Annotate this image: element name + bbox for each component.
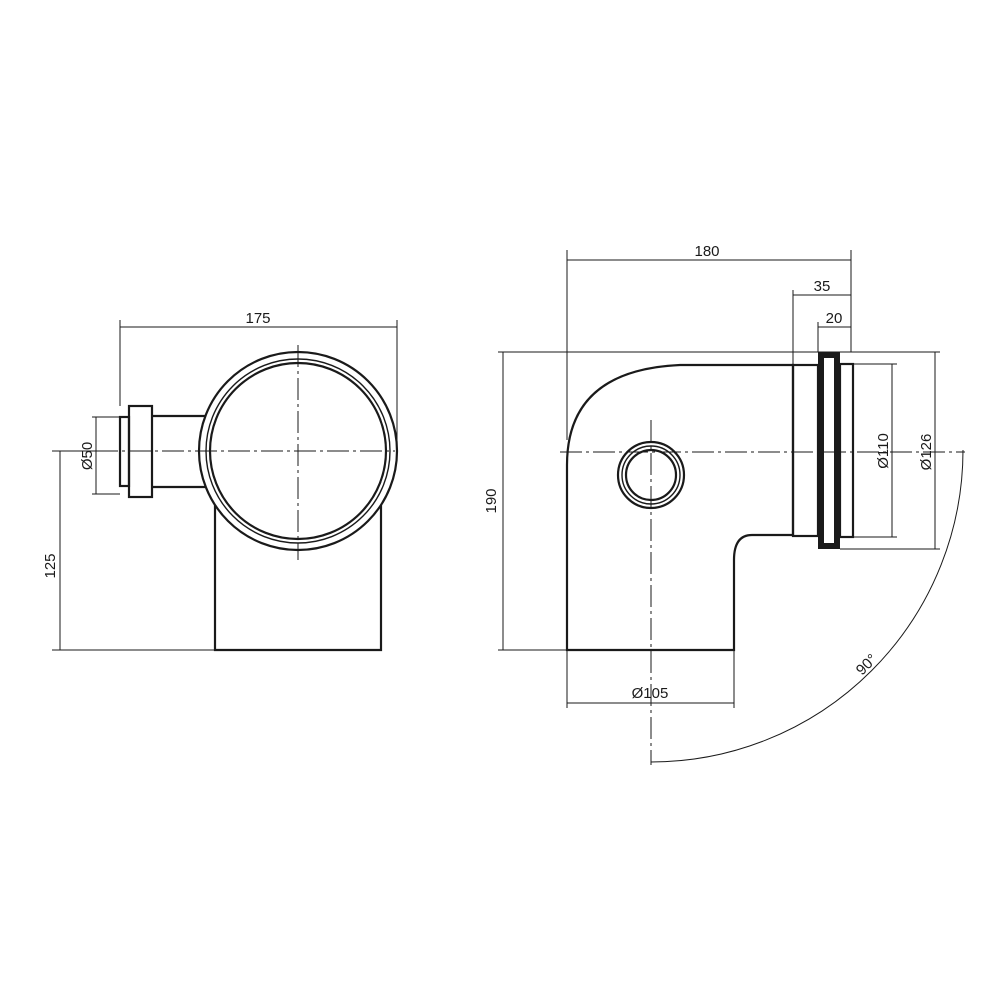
right-socket-diameter-label: Ø126 — [918, 434, 935, 471]
right-socket — [791, 363, 820, 538]
right-socket-length-label: 35 — [814, 278, 831, 295]
left-view: 175 Ø50 125 — [42, 310, 399, 652]
right-gasket-length-label: 20 — [826, 310, 843, 327]
right-pipe-diameter-label: Ø110 — [875, 433, 892, 469]
left-width-label: 175 — [245, 310, 270, 327]
right-height-label: 190 — [483, 488, 500, 513]
left-inlet-pipe — [152, 414, 205, 489]
right-gasket-tip — [838, 362, 855, 539]
right-outlet-diameter-label: Ø105 — [632, 685, 669, 702]
right-gasket-gap — [824, 358, 834, 543]
right-overall-width-label: 180 — [694, 243, 719, 260]
left-inlet-diameter-label: Ø50 — [79, 442, 96, 470]
right-angle-label: 90° — [853, 651, 881, 679]
left-body — [213, 505, 383, 652]
right-angle-arc — [650, 449, 964, 763]
right-elbow-body — [565, 363, 795, 652]
left-inlet-height-label: 125 — [42, 553, 59, 578]
right-view: 180 35 20 190 Ø110 Ø126 Ø105 90° — [483, 243, 965, 765]
